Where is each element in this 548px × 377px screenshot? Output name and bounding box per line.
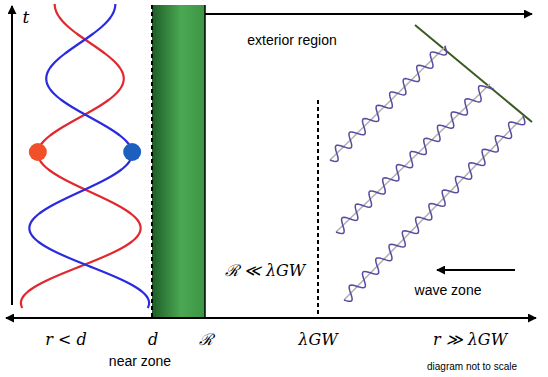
wave-zone-arrow: [437, 269, 515, 271]
axis-tick-label: r ≫ λGW: [433, 331, 507, 349]
gravitational-wave: [344, 116, 525, 302]
region-label: near zone: [109, 354, 171, 369]
dashed-divider: [317, 100, 319, 318]
axis-tick-label: ℛ: [199, 331, 213, 349]
body-dot: [29, 143, 47, 161]
gravitational-wave: [336, 86, 494, 234]
propagation-line: [336, 84, 490, 232]
axis-tick-label: r < d: [45, 331, 86, 349]
body-dot: [123, 143, 141, 161]
axis-tick-label: d: [148, 331, 158, 349]
scale-note: diagram not to scale: [427, 361, 517, 372]
wavefront-line: [415, 25, 532, 122]
region-label: exterior region: [247, 33, 337, 48]
gravitational-wave: [330, 46, 447, 162]
radius-axis: [6, 317, 536, 319]
time-axis: [11, 6, 13, 305]
dashed-divider: [151, 5, 153, 318]
boundary-line: [204, 5, 206, 318]
orbit-track: [29, 4, 149, 308]
axis-label: t: [23, 8, 30, 27]
boundary-band: [152, 5, 205, 318]
region-label: wave zone: [415, 283, 482, 298]
condition-label: ℛ ≪ λGW: [225, 262, 306, 280]
exterior-arrow: [205, 13, 532, 15]
axis-tick-label: λGW: [298, 331, 337, 349]
